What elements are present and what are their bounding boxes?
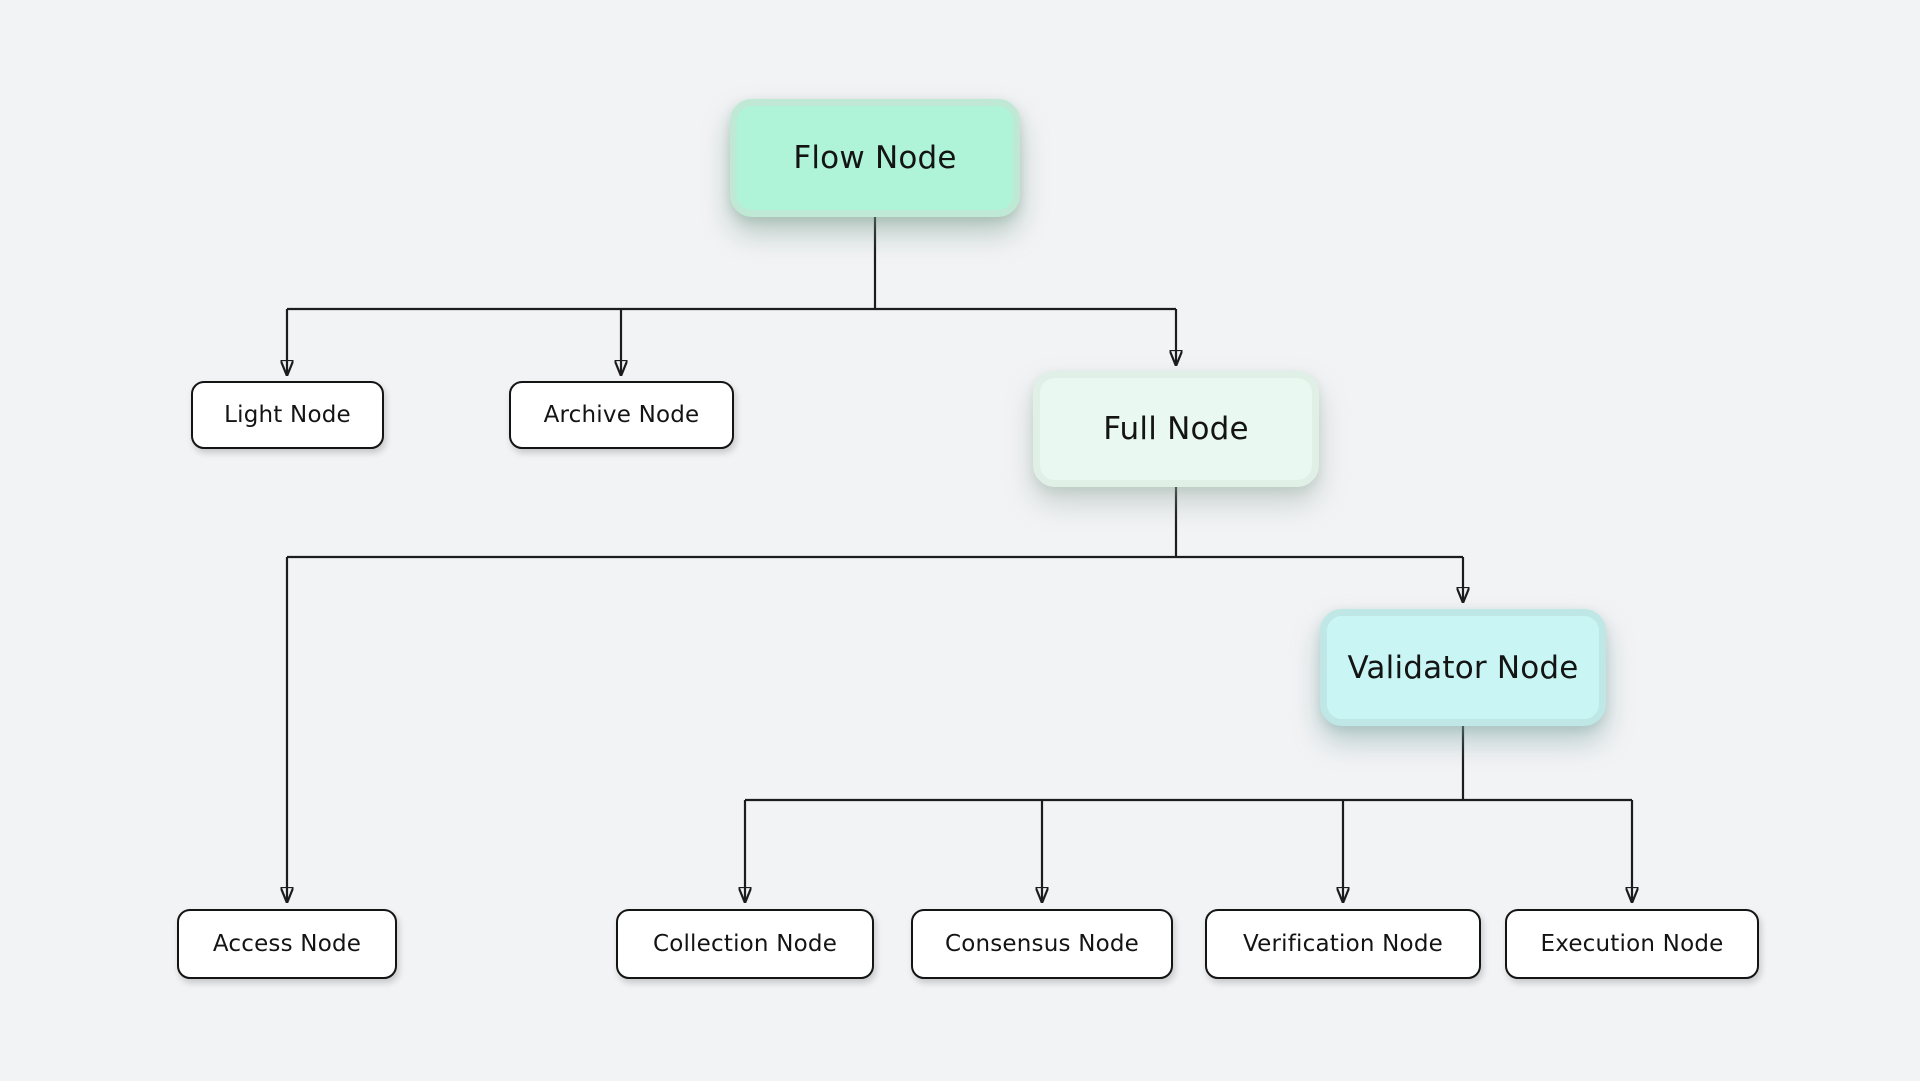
node-archive: Archive Node — [509, 381, 734, 449]
node-consensus: Consensus Node — [911, 909, 1173, 979]
node-light-label: Light Node — [224, 402, 351, 428]
node-verification: Verification Node — [1205, 909, 1481, 979]
node-archive-label: Archive Node — [543, 402, 700, 428]
node-access-label: Access Node — [212, 931, 362, 957]
node-validator: Validator Node — [1320, 609, 1606, 726]
node-flow-label: Flow Node — [793, 140, 957, 176]
node-light: Light Node — [191, 381, 384, 449]
node-consensus-label: Consensus Node — [944, 931, 1140, 957]
node-collection: Collection Node — [616, 909, 874, 979]
node-execution-label: Execution Node — [1540, 931, 1724, 957]
node-validator-label: Validator Node — [1347, 649, 1579, 686]
node-full-label: Full Node — [1103, 411, 1249, 447]
node-flow: Flow Node — [730, 99, 1020, 217]
node-full: Full Node — [1033, 371, 1319, 487]
node-access: Access Node — [177, 909, 397, 979]
node-collection-label: Collection Node — [652, 931, 838, 957]
node-verification-label: Verification Node — [1243, 931, 1443, 957]
node-execution: Execution Node — [1505, 909, 1759, 979]
